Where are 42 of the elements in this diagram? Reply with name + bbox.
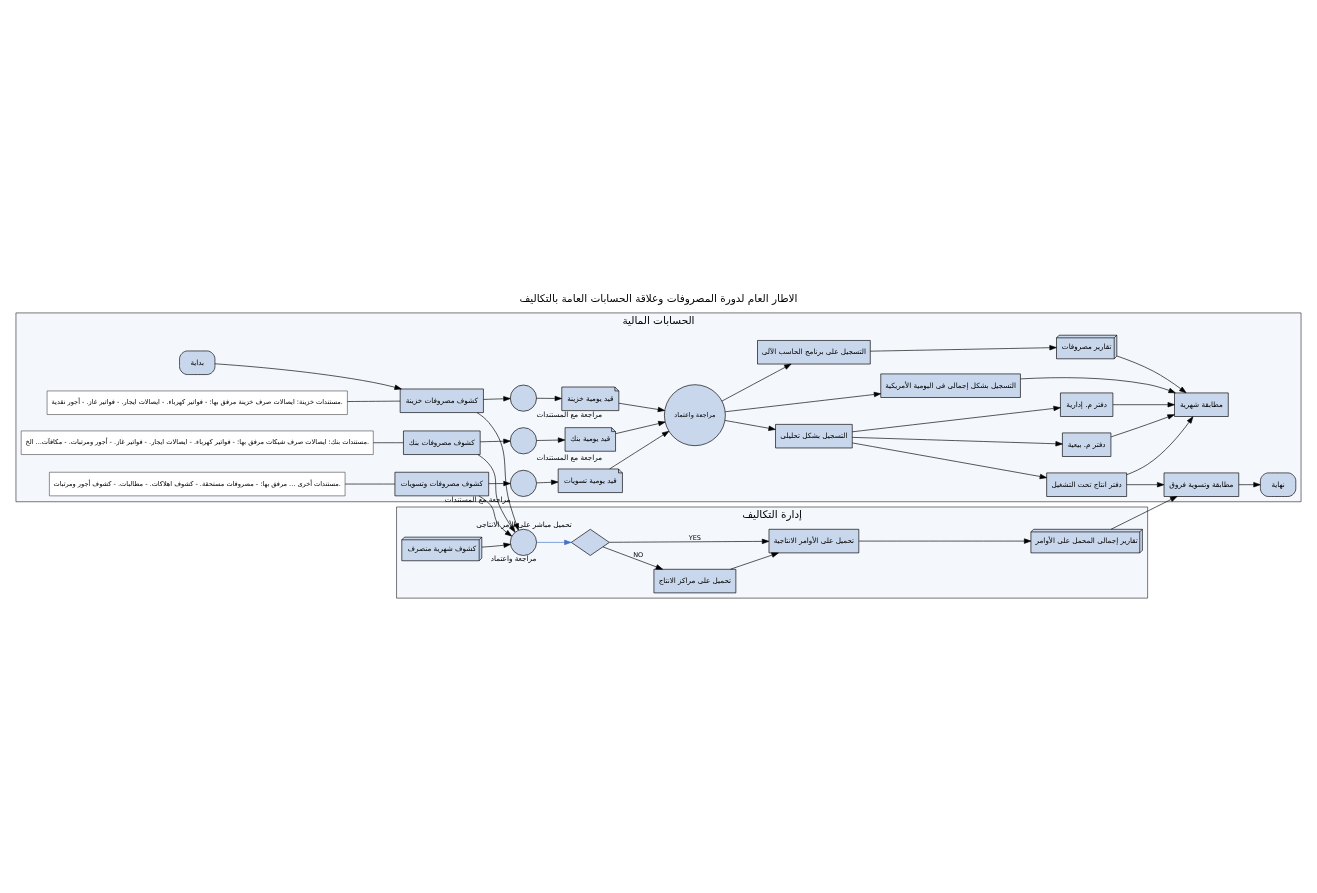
- arrow: [618, 402, 665, 412]
- arrow: [602, 546, 663, 570]
- node-circle: [510, 528, 537, 556]
- arrow: [730, 552, 779, 570]
- arrow: [851, 442, 1047, 479]
- arrow: [1020, 376, 1176, 393]
- connector: [347, 400, 401, 402]
- node-circle: [510, 426, 537, 454]
- diagram-title: الاطار العام لدورة المصروفات وعلاقة الحسابات العامة بالتكاليف: [519, 291, 798, 304]
- arrow: [488, 480, 511, 486]
- arrow: [1112, 401, 1175, 407]
- arrow: [483, 395, 511, 401]
- arrow: [609, 538, 770, 544]
- arrow: [536, 479, 559, 485]
- arrow: [536, 539, 572, 545]
- arrow: [536, 436, 566, 443]
- arrow: [851, 405, 1061, 432]
- node-circle: [510, 469, 537, 497]
- node-diamond: [570, 528, 610, 556]
- arrow: [609, 430, 670, 469]
- arrow: [1110, 495, 1178, 530]
- arrow: [851, 436, 1063, 446]
- arrow: [1238, 481, 1261, 487]
- arrow: [615, 420, 666, 434]
- arrow: [1116, 355, 1187, 393]
- arrow: [1126, 415, 1194, 475]
- arrow: [1126, 481, 1165, 487]
- arrow: [536, 395, 562, 401]
- connector: [373, 441, 404, 443]
- arrow: [477, 453, 516, 532]
- arrow: [476, 411, 519, 531]
- arrow: [478, 495, 513, 536]
- arrow: [869, 344, 1057, 351]
- arrow: [214, 362, 402, 390]
- arrow: [724, 391, 882, 412]
- arrow: [858, 537, 1032, 544]
- arrow: [1110, 413, 1175, 437]
- node-circle: [510, 384, 537, 412]
- arrow: [721, 363, 792, 401]
- arrow: [724, 419, 776, 431]
- arrow: [479, 438, 511, 444]
- arrow: [481, 542, 511, 548]
